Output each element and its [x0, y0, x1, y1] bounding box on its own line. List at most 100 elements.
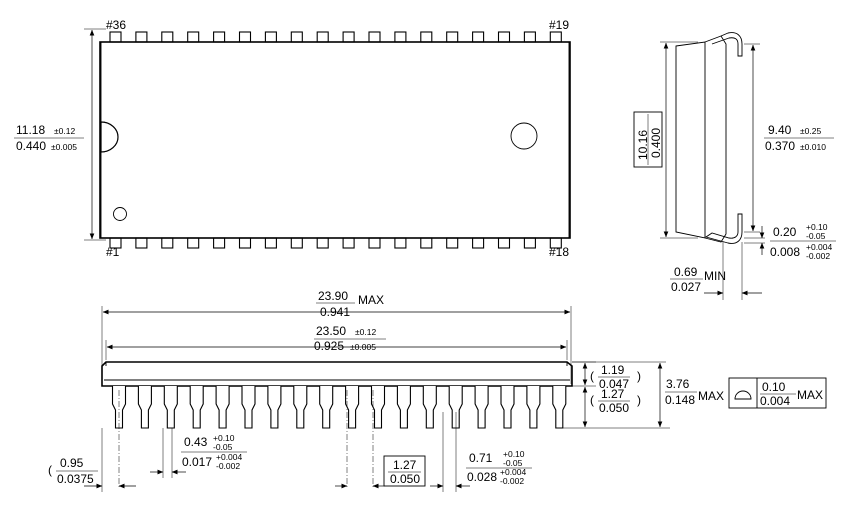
row-spacing-in: 0.400 [649, 128, 663, 158]
overall-length-in: 0.941 [320, 305, 350, 319]
top-pin [316, 31, 329, 43]
top-pin [290, 31, 303, 43]
lead-span-in: 0.370 [765, 139, 795, 153]
lead-length-in: 0.050 [599, 401, 629, 415]
pin1-dot-mark [113, 207, 127, 221]
bottom-pin [497, 237, 511, 249]
lead-thickness-mm-tol-plus: +0.10 [806, 222, 828, 232]
bottom-pin [187, 237, 200, 249]
lead-width-in-tol-minus: -0.002 [216, 461, 240, 471]
lead-length-mm: 1.27 [601, 387, 625, 401]
lead-width-in: 0.017 [182, 455, 212, 469]
top-pin [213, 31, 226, 43]
pitch-mm: 1.27 [393, 458, 417, 472]
front-lead [137, 386, 152, 429]
body-thick-paren-open: ( [590, 369, 594, 383]
pitch-basic-box [383, 455, 426, 487]
bottom-pin [238, 237, 252, 249]
lead-width-mm: 0.43 [184, 435, 208, 449]
shoulder-width-in-tol-minus: -0.002 [500, 476, 524, 486]
width-mm: 11.18 [16, 123, 45, 137]
package-body-outline [99, 41, 571, 239]
lead-length-paren-open: ( [590, 393, 594, 407]
bottom-pin [420, 237, 433, 249]
top-pin [342, 31, 355, 43]
bottom-row-pins [109, 237, 562, 249]
bottom-pin [264, 237, 277, 249]
flatness-in: 0.004 [760, 394, 790, 408]
lead-width-in-tol-plus: +0.004 [216, 452, 243, 462]
standoff-suffix: MIN [704, 269, 726, 283]
lead-thickness-mm: 0.20 [773, 225, 797, 239]
lead-width-mm-tol-minus: -0.05 [213, 442, 233, 452]
lead-length-paren-close: ) [637, 393, 641, 407]
lead-thickness-in-tol-plus: +0.004 [806, 242, 833, 252]
body-thick-paren-close: ) [637, 369, 641, 383]
end-body [675, 41, 706, 239]
front-lead [500, 386, 515, 429]
lead-span-in-tol: ±0.010 [800, 142, 826, 152]
row-spacing-mm: 10.16 [636, 130, 650, 160]
bottom-pin [213, 237, 226, 249]
body-inner-edges [100, 42, 570, 238]
flatness-suffix: MAX [797, 388, 823, 402]
front-lead [241, 386, 256, 429]
front-view: 23.90 MAX 0.941 23.50 ±0.12 0.925 ±0.005… [48, 289, 827, 492]
bottom-pin [316, 237, 329, 249]
lead-span-mm-tol: ±0.25 [800, 126, 821, 136]
front-lead [319, 386, 334, 429]
lead-thickness-in-tol-minus: -0.002 [806, 251, 830, 261]
total-height-suffix: MAX [698, 389, 724, 403]
upper-lead-bend [711, 32, 743, 57]
end-view: 10.16 0.400 9.40 ±0.25 0.370 ±0.010 0.20… [633, 32, 836, 300]
shoulder-width-mm-tol-plus: +0.10 [503, 449, 525, 459]
front-lead [396, 386, 411, 429]
width-in-tol: ±0.005 [51, 142, 77, 152]
front-lead [552, 386, 567, 429]
front-lead [370, 386, 386, 429]
top-row-pins [109, 31, 562, 43]
top-pin [420, 31, 433, 43]
lower-lead-bend [704, 213, 743, 244]
bottom-pin [342, 237, 355, 249]
body-thick-mm: 1.19 [601, 363, 625, 377]
top-pin [523, 31, 536, 43]
bottom-pin [472, 237, 485, 249]
front-lead [163, 386, 178, 429]
pin-label-18: #18 [549, 245, 569, 259]
front-lead [267, 386, 282, 429]
end-offset-in: 0.0375 [57, 472, 94, 486]
body-length-mm: 23.50 [316, 324, 346, 338]
total-height-mm: 3.76 [666, 377, 690, 391]
shoulder-width-in-tol-plus: +0.004 [500, 467, 527, 477]
top-pin [238, 31, 252, 43]
standoff-in: 0.027 [671, 280, 701, 294]
top-pin [394, 31, 407, 43]
bottom-pin [135, 237, 148, 249]
shoulder-width-mm: 0.71 [469, 451, 493, 465]
front-lead [215, 386, 230, 429]
overall-length-mm: 23.90 [318, 289, 348, 303]
front-lead [189, 386, 204, 429]
bottom-pin [368, 237, 381, 249]
flatness-symbol-icon [734, 390, 752, 400]
front-lead [345, 386, 360, 429]
overall-length-suffix: MAX [358, 293, 384, 307]
lead-thickness-in: 0.008 [770, 245, 800, 259]
front-lead [448, 386, 463, 429]
body-thick-in: 0.047 [599, 377, 629, 391]
bottom-pin [290, 237, 303, 249]
lead-width-mm-tol-plus: +0.10 [213, 433, 235, 443]
front-body [101, 361, 573, 387]
lead-span-mm: 9.40 [768, 123, 792, 137]
flatness-mm: 0.10 [762, 380, 786, 394]
top-pin [368, 31, 381, 43]
body-length-mm-tol: ±0.12 [355, 327, 376, 337]
pin-label-19: #19 [549, 18, 569, 32]
end-offset-paren-open: ( [48, 463, 52, 477]
top-pin [497, 31, 511, 43]
top-pin [187, 31, 200, 43]
top-pin [161, 31, 174, 43]
flatness-tolerance-frame [728, 377, 827, 409]
shoulder-width-mm-tol-minus: -0.05 [503, 458, 523, 468]
